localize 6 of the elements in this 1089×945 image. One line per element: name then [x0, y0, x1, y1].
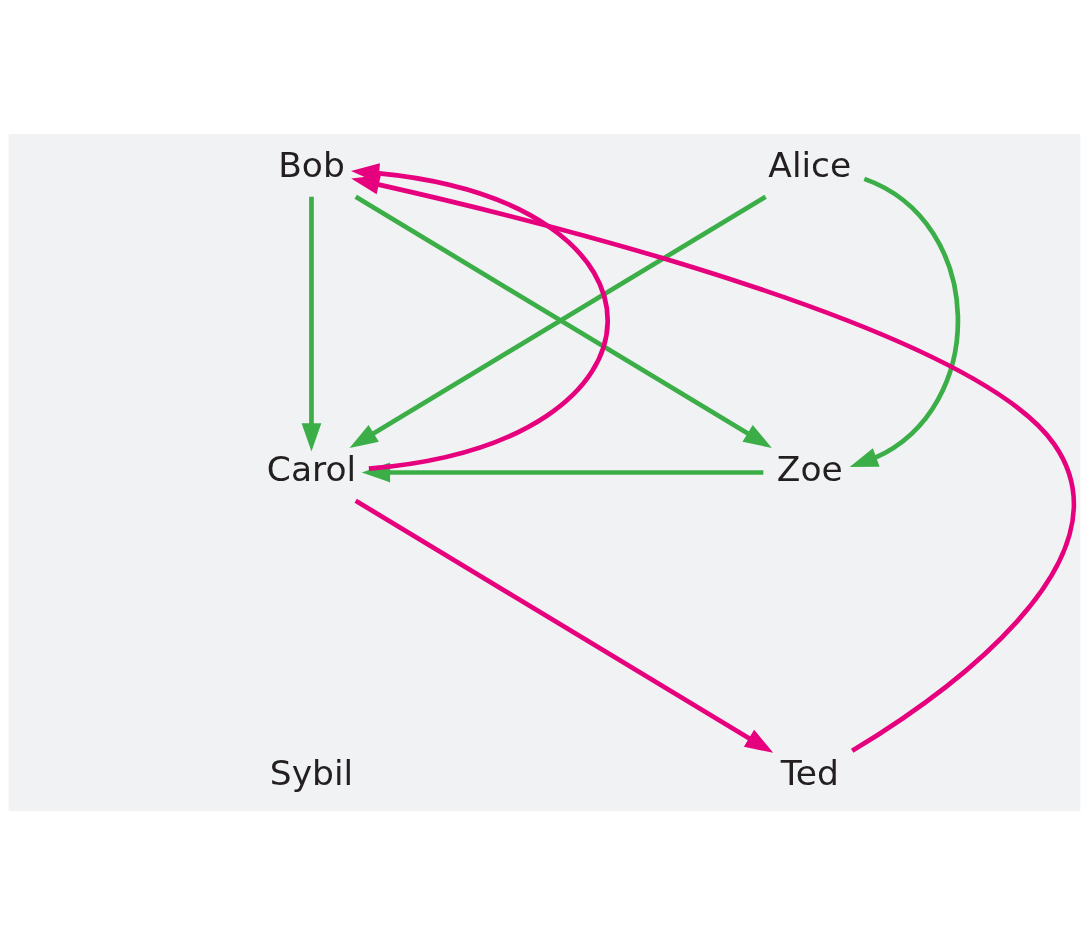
node-text: Sybil: [269, 753, 354, 794]
node-text: Zoe: [776, 449, 843, 490]
node-text: Ted: [780, 753, 839, 794]
node-text: Alice: [768, 145, 852, 186]
node-text: Bob: [278, 145, 345, 186]
node-text: Carol: [266, 449, 357, 490]
